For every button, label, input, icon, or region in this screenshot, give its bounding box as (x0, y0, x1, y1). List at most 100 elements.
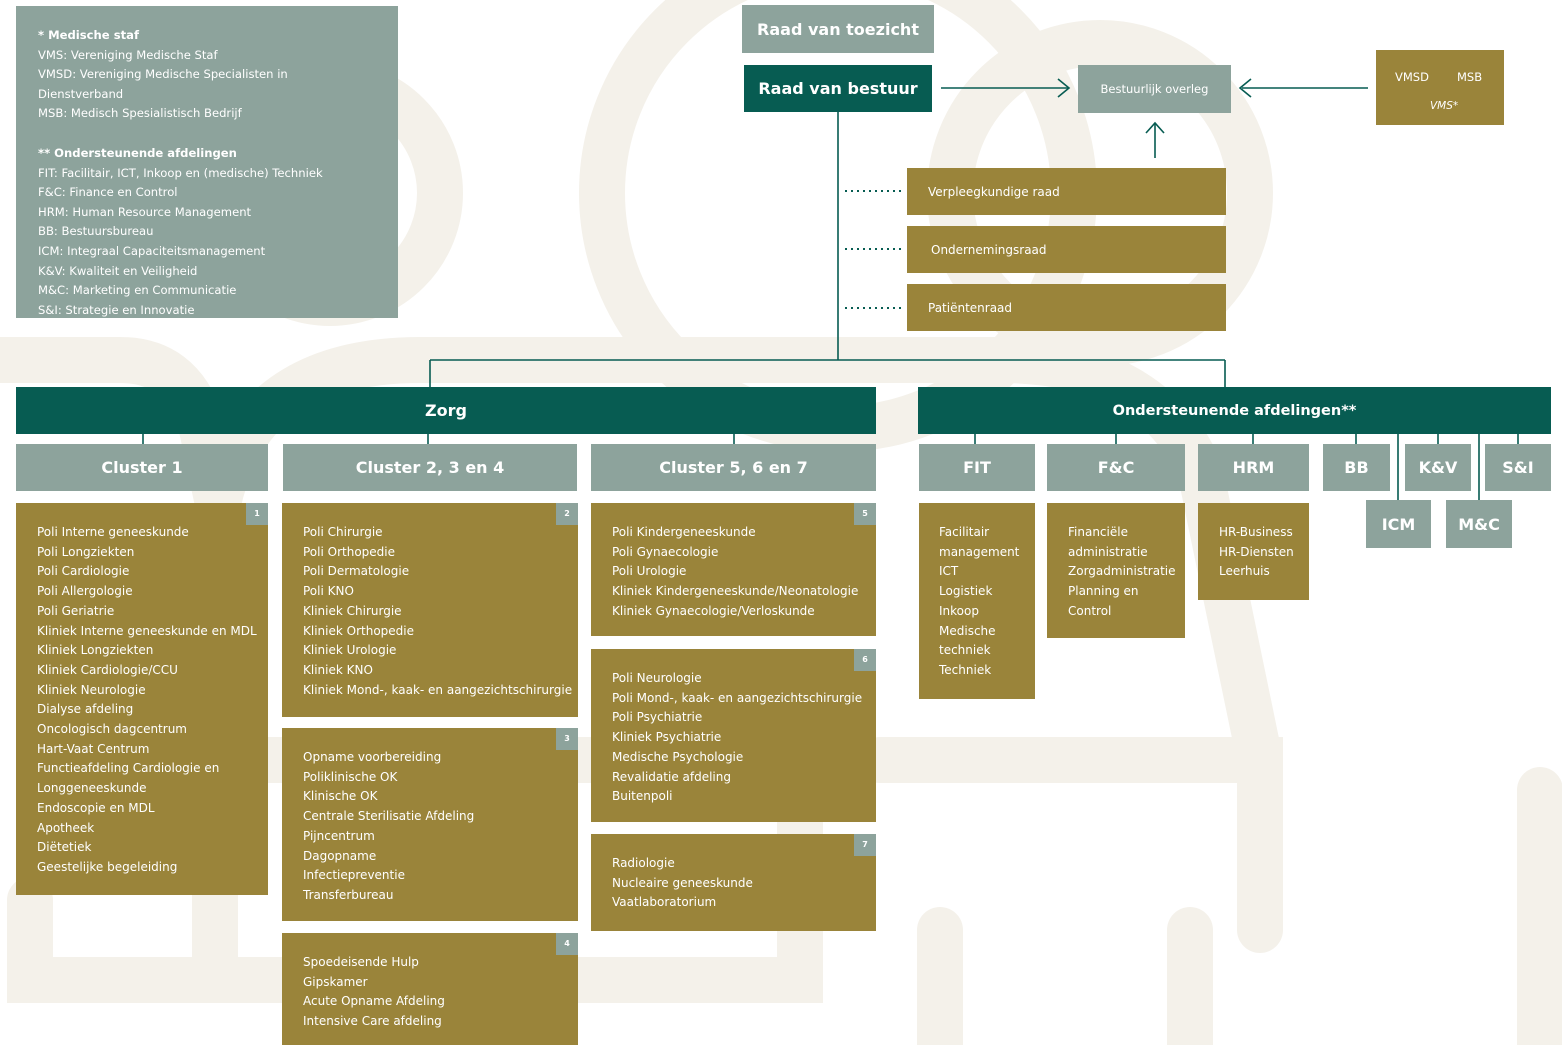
list-item: Leerhuis (1219, 564, 1270, 579)
legend-item: VMS: Vereniging Medische Staf (38, 47, 218, 62)
group-number-badge: 2 (556, 503, 578, 525)
list-item: Dialyse afdeling (37, 702, 134, 717)
zorg-header: Zorg (16, 387, 876, 434)
list-item: Vaatlaboratorium (612, 895, 717, 910)
list-item: Acute Opname Afdeling (303, 994, 445, 1009)
list-item: Oncologisch dagcentrum (37, 722, 187, 737)
dept-fc-header: F&C (1047, 444, 1185, 491)
dept-hrm-header: HRM (1198, 444, 1309, 491)
list-item: Kliniek KNO (303, 662, 373, 677)
list-item: Kliniek Longziekten (37, 643, 154, 658)
legend-item: F&C: Finance en Control (38, 185, 178, 200)
group-5-box: 5 Poli Kindergeneeskunde Poli Gynaecolog… (591, 503, 876, 636)
legend-item: VMSD: Vereniging Medische Specialisten i… (38, 67, 288, 101)
list-item: Diëtetiek (37, 840, 92, 855)
list-item: techniek (939, 643, 991, 658)
list-item: Functieafdeling Cardiologie en (37, 761, 220, 776)
dept-bb-header: BB (1323, 444, 1390, 491)
list-item: Nucleaire geneeskunde (612, 875, 753, 890)
list-item: Logistiek (939, 584, 993, 599)
group-6-box: 6 Poli Neurologie Poli Mond-, kaak- en a… (591, 649, 876, 822)
list-item: Longgeneeskunde (37, 781, 147, 796)
bestuurlijk-overleg-box: Bestuurlijk overleg (1078, 65, 1231, 113)
list-item: Control (1068, 603, 1112, 618)
list-item: Radiologie (612, 856, 675, 870)
list-item: ICT (939, 564, 959, 579)
list-item: Dagopname (303, 848, 377, 863)
list-item: Centrale Sterilisatie Afdeling (303, 809, 475, 824)
list-item: Poli Interne geneeskunde (37, 525, 189, 539)
list-item: Kliniek Cardiologie/CCU (37, 662, 178, 677)
fc-items-box: Financiële administratie Zorgadministrat… (1047, 503, 1185, 638)
vmsd-label: VMSD (1395, 70, 1429, 84)
fit-items-box: Facilitair management ICT Logistiek Inko… (919, 503, 1035, 699)
group-number-badge: 6 (854, 649, 876, 671)
list-item: Geestelijke begeleiding (37, 859, 178, 874)
group-number-badge: 7 (854, 834, 876, 856)
group-number-badge: 3 (556, 728, 578, 750)
list-item: Poli Longziekten (37, 544, 135, 559)
list-item: Infectiepreventie (303, 868, 405, 883)
group-1-box: 1 Poli Interne geneeskunde Poli Longziek… (16, 503, 268, 895)
list-item: Poli Cardiologie (37, 564, 130, 579)
raad-van-toezicht-box: Raad van toezicht (742, 5, 934, 53)
list-item: Poli Orthopedie (303, 544, 395, 559)
list-item: Kliniek Urologie (303, 643, 397, 658)
group-2-box: 2 Poli Chirurgie Poli Orthopedie Poli De… (282, 503, 578, 717)
list-item: Kliniek Orthopedie (303, 623, 414, 638)
list-item: Hart-Vaat Centrum (37, 741, 150, 756)
cluster-1-header: Cluster 1 (16, 444, 268, 491)
vms-label: VMS* (1430, 100, 1459, 112)
list-item: HR-Business (1219, 525, 1293, 539)
list-item: HR-Diensten (1219, 544, 1294, 559)
list-item: Poli Gynaecologie (612, 544, 719, 559)
group-number-badge: 5 (854, 503, 876, 525)
list-item: Kliniek Gynaecologie/Verloskunde (612, 603, 815, 618)
list-item: Poli Geriatrie (37, 603, 115, 618)
cluster-2-3-4-header: Cluster 2, 3 en 4 (283, 444, 577, 491)
dept-si-header: S&I (1485, 444, 1551, 491)
list-item: Apotheek (37, 820, 95, 835)
list-item: management (939, 544, 1020, 559)
list-item: Poli Allergologie (37, 584, 133, 599)
list-item: Inkoop (939, 603, 979, 618)
dept-mc-header: M&C (1446, 500, 1512, 548)
list-item: Poli Urologie (612, 564, 687, 579)
list-item: Revalidatie afdeling (612, 769, 731, 784)
list-item: Kliniek Chirurgie (303, 603, 402, 618)
list-item: Kliniek Neurologie (37, 682, 146, 697)
list-item: Transferbureau (303, 887, 394, 902)
list-item: Kliniek Interne geneeskunde en MDL (37, 623, 257, 638)
legend-medische-staf-title: * Medische staf (38, 28, 140, 42)
legend-item: K&V: Kwaliteit en Veiligheid (38, 263, 198, 278)
medische-staf-box: VMSD MSB VMS* (1376, 50, 1504, 125)
group-number-badge: 4 (556, 933, 578, 955)
list-item: Techniek (939, 662, 992, 677)
raad-van-bestuur-box: Raad van bestuur (744, 65, 932, 112)
list-item: Poli Dermatologie (303, 564, 410, 579)
legend-item: M&C: Marketing en Communicatie (38, 283, 237, 298)
list-item: Poli KNO (303, 584, 354, 599)
list-item: Poli Neurologie (612, 671, 702, 685)
legend-item: S&I: Strategie en Innovatie (38, 302, 195, 317)
group-3-box: 3 Opname voorbereiding Poliklinische OK … (282, 728, 578, 921)
list-item: Financiële (1068, 525, 1128, 539)
group-4-box: 4 Spoedeisende Hulp Gipskamer Acute Opna… (282, 933, 578, 1045)
list-item: Planning en (1068, 584, 1139, 599)
list-item: Buitenpoli (612, 789, 673, 804)
list-item: Spoedeisende Hulp (303, 955, 419, 969)
list-item: Poli Kindergeneeskunde (612, 525, 756, 539)
msb-label: MSB (1457, 70, 1483, 84)
list-item: Endoscopie en MDL (37, 800, 155, 815)
list-item: Pijncentrum (303, 828, 375, 843)
legend-ondersteunende-title: ** Ondersteunende afdelingen (38, 145, 237, 160)
list-item: Medische (939, 623, 996, 638)
list-item: Facilitair (939, 525, 990, 539)
legend-item: FIT: Facilitair, ICT, Inkoop en (medisch… (38, 165, 323, 180)
list-item: Klinische OK (303, 789, 378, 804)
group-number-badge: 1 (246, 503, 268, 525)
list-item: Kliniek Psychiatrie (612, 730, 722, 745)
list-item: Gipskamer (303, 974, 368, 989)
list-item: Intensive Care afdeling (303, 1014, 442, 1029)
